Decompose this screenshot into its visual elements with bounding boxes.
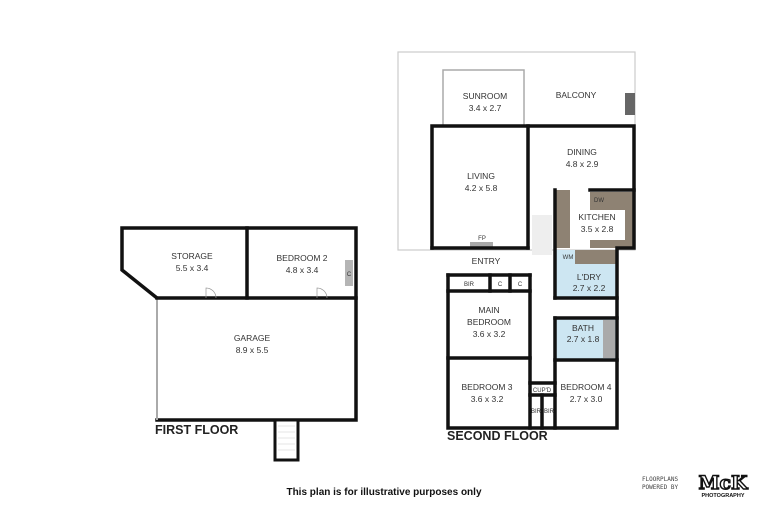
room-size: 3.5 x 2.8 [581,224,614,234]
closet [345,260,353,286]
room-name: BEDROOM 2 [276,253,327,263]
room-size: 4.8 x 2.9 [566,159,599,169]
room-name: BEDROOM [467,317,511,327]
room-name: LIVING [467,171,495,181]
fireplace-icon [470,242,493,248]
room-size: 5.5 x 3.4 [176,263,209,273]
room-name: KITCHEN [578,212,615,222]
stairs-icon [532,215,552,255]
built-in-robe-label: BIR [544,409,555,415]
closet-label: C [518,282,523,288]
room-name: BALCONY [556,90,597,100]
room-name: BEDROOM 3 [461,382,512,392]
room-size: 2.7 x 2.2 [573,283,606,293]
closet-label: C [347,272,352,278]
built-in-robe-label: BIR [531,409,542,415]
logo-sub: PHOTOGRAPHY [702,493,745,499]
room-name: BEDROOM 4 [560,382,611,392]
floor-title: SECOND FLOOR [447,429,548,443]
fireplace-label: FP [478,236,486,242]
logo-brand: McK [698,472,749,494]
bathtub-icon [603,320,615,358]
laundry-bench [575,250,617,264]
room-name: L'DRY [577,272,601,282]
first-floor: C STORAGE 5.5 x 3.4 BEDROOM 2 4.8 x 3.4 … [120,226,358,462]
washing-machine-label: WM [563,255,574,261]
room-name: SUNROOM [463,91,507,101]
kitchen-bench [555,190,570,248]
mck-logo: FLOORPLANS POWERED BY McK PHOTOGRAPHY [642,471,750,499]
room-size: 2.7 x 1.8 [567,334,600,344]
door-icon [316,287,328,299]
kitchen-floor [571,210,625,240]
disclaimer: This plan is for illustrative purposes o… [286,487,481,498]
room-name: BATH [572,323,594,333]
room-size: 3.4 x 2.7 [469,103,502,113]
bbq-icon [625,93,635,115]
room-size: 4.8 x 3.4 [286,265,319,275]
room-size: 3.6 x 3.2 [473,329,506,339]
first-floor-outer-walls [120,226,358,422]
room-name: ENTRY [472,256,501,266]
door-icon [205,287,217,299]
closet-label: C [498,282,503,288]
sunroom-walls [442,69,525,127]
room-name: GARAGE [234,333,271,343]
room-size: 3.6 x 3.2 [471,394,504,404]
cupboard-label: CUP'D [533,388,552,394]
second-floor-outer-walls [430,124,636,430]
room-name: DINING [567,147,597,157]
room-size: 4.2 x 5.8 [465,183,498,193]
logo-line1: FLOORPLANS [642,476,679,483]
room-size: 2.7 x 3.0 [570,394,603,404]
floor-title: FIRST FLOOR [155,423,238,437]
dishwasher-label: DW [594,198,604,204]
room-name: STORAGE [171,251,213,261]
logo-line2: POWERED BY [642,484,679,491]
room-size: 8.9 x 5.5 [236,345,269,355]
built-in-robe-label: BIR [464,282,475,288]
second-floor: SUNROOM 3.4 x 2.7 BALCONY LIVING 4.2 x 5… [397,51,636,443]
room-name: MAIN [478,305,499,315]
